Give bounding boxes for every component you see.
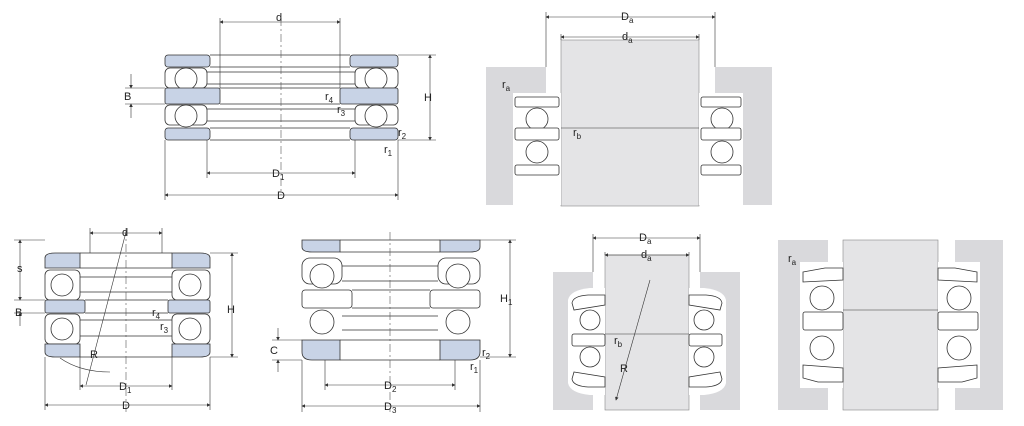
shaft-washer-left (164, 87, 221, 105)
label-da: da (622, 31, 633, 45)
diagram-4: H1 C r2 r1 D2 D3 (270, 232, 516, 415)
label-R: R (90, 349, 98, 361)
label-R: R (620, 363, 628, 375)
label-H: H (424, 92, 432, 104)
housing-washer-top-right (349, 54, 399, 68)
label-B: B (15, 307, 22, 319)
label-ra: ra (788, 253, 797, 267)
housing-washer-bottom-left (164, 127, 211, 141)
ball-lower-right (364, 104, 388, 128)
shaft-washer-right (339, 87, 399, 105)
label-H: H (227, 304, 235, 316)
label-rb: rb (614, 335, 623, 349)
diagram-6: ra (778, 239, 1003, 411)
ball-lower-left (174, 104, 198, 128)
label-D1: D1 (272, 168, 285, 182)
label-r4: r4 (325, 91, 334, 105)
diagram-5: R Da da rb (553, 232, 740, 411)
diagram-2: Da da ra rb (486, 11, 772, 207)
label-Da: Da (639, 232, 652, 246)
label-Da: Da (621, 11, 634, 25)
housing-washer-bottom-right (349, 127, 399, 141)
label-r2: r2 (398, 127, 407, 141)
label-B: B (124, 91, 131, 103)
label-d: d (122, 227, 128, 239)
label-r2: r2 (482, 347, 491, 361)
label-H1: H1 (500, 293, 513, 307)
label-D1: D1 (119, 381, 132, 395)
label-r1: r1 (384, 144, 393, 158)
label-r3: r3 (160, 321, 169, 335)
diagram-1: d H B r4 r3 r2 r1 D1 D (124, 12, 436, 202)
label-r1: r1 (470, 361, 479, 375)
shaft (560, 39, 700, 207)
label-ra: ra (502, 79, 511, 93)
label-D2: D2 (384, 380, 397, 394)
label-D3: D3 (384, 401, 397, 415)
housing-washer-top-left (164, 54, 211, 68)
label-d: d (276, 12, 282, 24)
label-C: C (270, 345, 278, 357)
label-r4: r4 (152, 307, 161, 321)
label-da: da (641, 249, 652, 263)
ball-upper-left (174, 67, 198, 91)
label-rb: rb (573, 127, 582, 141)
label-D: D (122, 400, 130, 412)
label-D: D (277, 190, 285, 202)
ball-upper-right (364, 67, 388, 91)
diagram-3: R d s B H r4 r3 D1 D (14, 227, 238, 412)
label-r3: r3 (337, 104, 346, 118)
label-s: s (17, 263, 23, 275)
